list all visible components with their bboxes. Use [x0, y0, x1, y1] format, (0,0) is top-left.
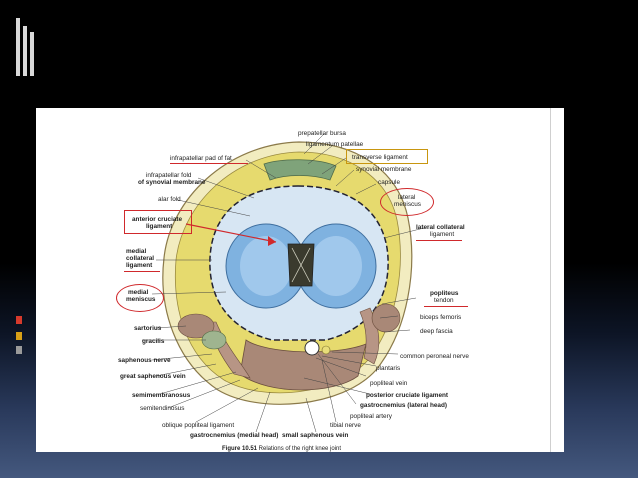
label-medial-collateral-2: collateral	[126, 255, 155, 262]
underline-lateral-collateral	[416, 240, 462, 241]
label-infrapatellar-fold-2: of synovial membrane	[138, 179, 206, 186]
label-infrapatellar-fold-1: infrapatellar fold	[146, 172, 192, 179]
label-common-peroneal: common peroneal nerve	[400, 353, 469, 360]
label-gastrocnemius-medial: gastrocnemius (medial head)	[190, 432, 279, 439]
accent-square-grey	[16, 346, 22, 354]
label-transverse-ligament: transverse ligament	[352, 154, 408, 161]
label-deep-fascia: deep fascia	[420, 328, 453, 335]
label-lateral-collateral-1: lateral collateral	[416, 224, 465, 231]
label-great-saphenous: great saphenous vein	[120, 373, 186, 380]
label-lateral-collateral-2: ligament	[430, 231, 455, 238]
label-popliteus-tendon-1: popliteus	[430, 290, 459, 297]
label-medial-collateral-1: medial	[126, 248, 147, 255]
figure-caption: Figure 10.51 Relations of the right knee…	[222, 446, 341, 452]
label-tibial-nerve: tibial nerve	[330, 422, 361, 429]
page-edge-line	[550, 108, 551, 452]
label-oblique-popliteal: oblique popliteal ligament	[162, 422, 235, 429]
label-popliteal-artery: popliteal artery	[350, 413, 392, 420]
underline-medial-collateral	[124, 271, 160, 272]
highlight-transverse-ligament	[346, 149, 428, 164]
label-prepatellar-bursa: prepatellar bursa	[298, 130, 346, 137]
label-sartorius: sartorius	[134, 325, 162, 332]
label-popliteal-vein: popliteal vein	[370, 380, 408, 387]
label-anterior-cruciate-1: anterior cruciate	[132, 216, 183, 223]
label-small-saphenous: small saphenous vein	[282, 432, 349, 439]
underline-popliteus-tendon	[424, 306, 468, 307]
highlight-anterior-cruciate	[124, 210, 192, 234]
label-synovial-membrane-right: synovial membrane	[356, 166, 412, 173]
label-semitendinosus: semitendinosus	[140, 405, 185, 412]
label-infrapatellar-pad: infrapatellar pad of fat	[170, 155, 232, 162]
highlight-medial-meniscus	[116, 284, 164, 312]
label-alar-fold: alar fold	[158, 196, 181, 203]
caption-text: Relations of the right knee joint	[257, 446, 342, 452]
label-gracilis: gracilis	[142, 338, 165, 345]
accent-square-red	[16, 316, 22, 324]
anatomy-figure: prepatellar bursa ligamentum patellae in…	[36, 108, 564, 452]
label-anterior-cruciate-2: ligament	[146, 223, 173, 230]
label-biceps-femoris: biceps femoris	[420, 314, 462, 321]
label-posterior-cruciate: posterior cruciate ligament	[366, 392, 449, 399]
highlight-lateral-meniscus	[380, 188, 434, 216]
label-gastrocnemius-lateral: gastrocnemius (lateral head)	[360, 402, 448, 409]
knee-cross-section-illustration	[142, 133, 425, 433]
underline-infrapatellar-pad	[170, 163, 248, 164]
label-popliteus-tendon-2: tendon	[434, 297, 454, 304]
label-saphenous-nerve: saphenous nerve	[118, 357, 171, 364]
label-semimembranosus: semimembranosus	[132, 392, 191, 399]
label-plantaris: plantaris	[376, 365, 401, 372]
accent-square-gold	[16, 332, 22, 340]
caption-prefix: Figure 10.51	[222, 446, 258, 452]
label-medial-collateral-3: ligament	[126, 262, 153, 269]
label-ligamentum-patellae: ligamentum patellae	[306, 141, 364, 148]
label-capsule: capsule	[378, 179, 401, 186]
